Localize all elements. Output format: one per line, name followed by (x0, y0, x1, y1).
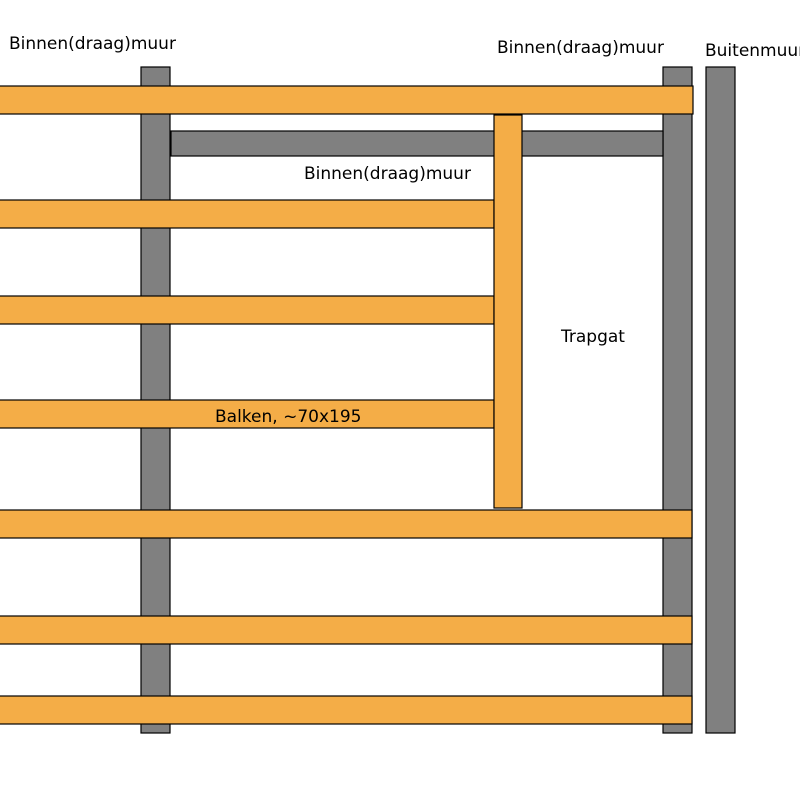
beam-7 (0, 695, 693, 725)
beam-3 (0, 295, 495, 325)
trimmer-beam (493, 114, 523, 509)
beam-2 (0, 199, 495, 229)
inner-wall-left-label: Binnen(draag)muur (9, 34, 176, 54)
outer-wall-label: Buitenmuur (705, 41, 800, 61)
inner-wall-right-label: Binnen(draag)muur (497, 38, 664, 58)
beam-5 (0, 509, 693, 539)
beam-6 (0, 615, 693, 645)
beams-label: Balken, ~70x195 (215, 407, 361, 427)
beam-1 (0, 85, 694, 115)
inner-wall-middle (170, 130, 664, 157)
outer-wall (705, 66, 736, 734)
inner-wall-middle-label: Binnen(draag)muur (304, 164, 471, 184)
beam-4 (0, 399, 495, 429)
stairwell-label: Trapgat (560, 327, 625, 347)
